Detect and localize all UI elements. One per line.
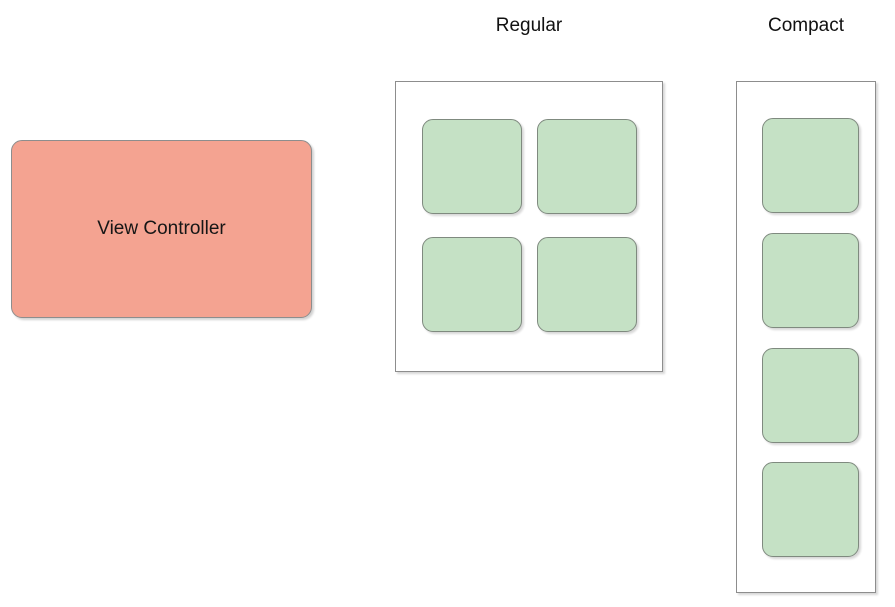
regular-tile[interactable] <box>422 237 522 332</box>
regular-section-caption: Regular <box>495 15 563 36</box>
regular-tile[interactable] <box>537 237 637 332</box>
compact-tile[interactable] <box>762 462 859 557</box>
compact-tile[interactable] <box>762 118 859 213</box>
regular-tile[interactable] <box>422 119 522 214</box>
compact-size-class-container[interactable] <box>736 81 876 593</box>
compact-tile[interactable] <box>762 233 859 328</box>
compact-section-caption: Compact <box>767 15 845 36</box>
compact-tile[interactable] <box>762 348 859 443</box>
regular-size-class-container[interactable] <box>395 81 663 372</box>
view-controller-label: View Controller <box>97 218 226 239</box>
view-controller-node[interactable]: View Controller <box>11 140 312 318</box>
regular-tile[interactable] <box>537 119 637 214</box>
